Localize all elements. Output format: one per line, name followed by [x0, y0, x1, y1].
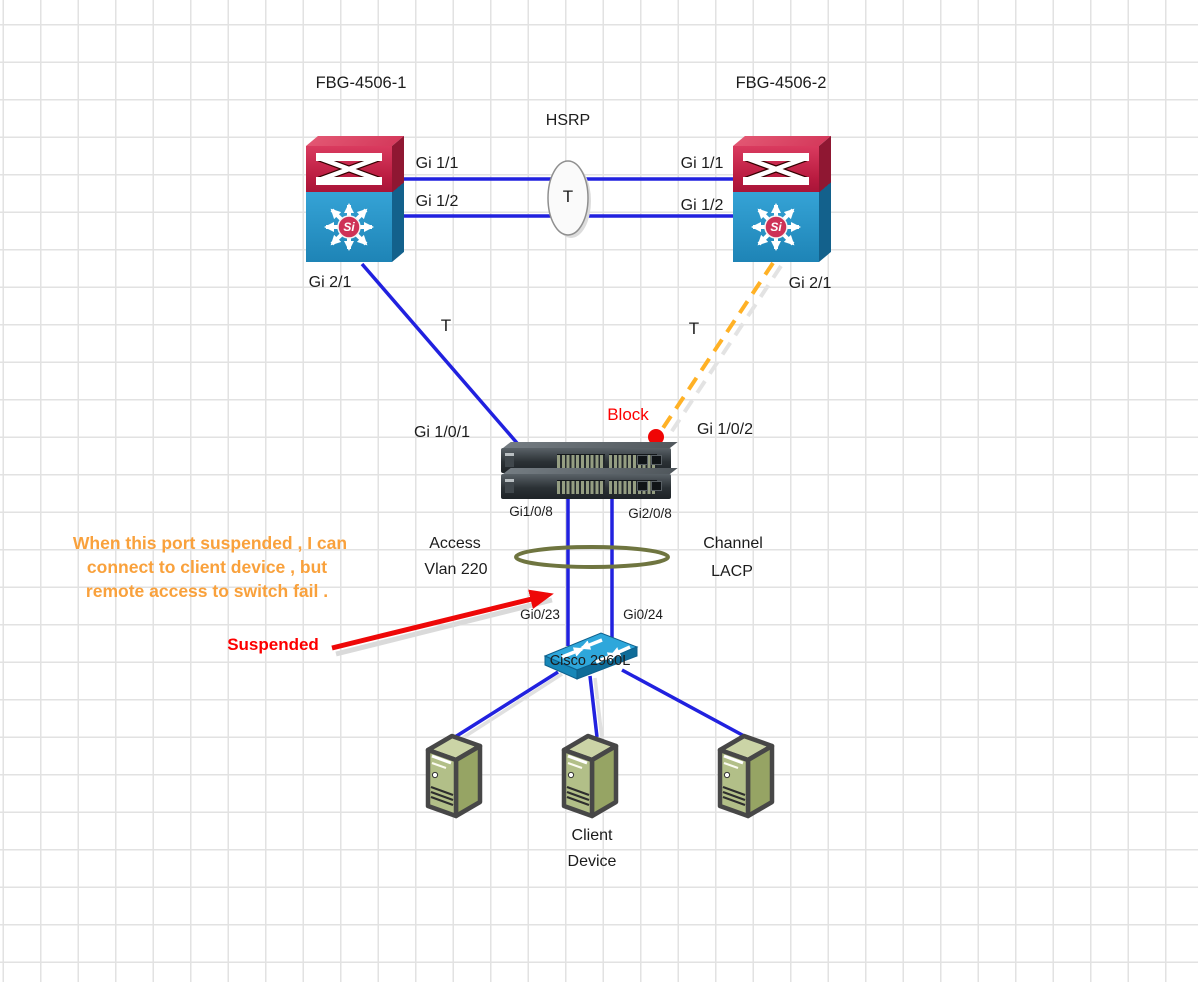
layer3-module: Si: [306, 192, 392, 262]
stack-gi102-label: Gi 1/0/2: [696, 421, 754, 438]
layer2-module: [306, 146, 392, 192]
server-tower-icon: [717, 733, 775, 819]
core2-name-label: FBG-4506-2: [735, 74, 827, 92]
server-tower-icon: [561, 733, 619, 819]
pointer-arrow-shadow: [335, 597, 553, 657]
stack-unit-leds: [505, 453, 514, 467]
client-label-line1: Client: [571, 827, 613, 844]
link-client2-shadow: [593, 677, 604, 740]
trunk-oval-icon: [547, 160, 589, 236]
core1-gi11-label: Gi 1/1: [415, 155, 459, 172]
trunk-badge-label: T: [562, 187, 574, 206]
workgroup-switch-icon: [543, 632, 639, 680]
tower-side: [453, 743, 483, 819]
note-line2: connect to client device , but: [86, 557, 328, 577]
stack-unit-ports-left: [557, 480, 605, 494]
access-vlan-label-line1: Access: [429, 535, 481, 552]
multilayer-arrows-icon: Si: [324, 203, 374, 251]
channel-label-line2: LACP: [711, 563, 753, 580]
suspended-pointer-arrow-icon: [331, 589, 554, 651]
link-access-client2: [588, 675, 599, 738]
core-switch-fbg-4506-1: Si: [306, 135, 404, 262]
switch-3d-top-face: [733, 136, 831, 146]
core2-gi11-label: Gi 1/1: [680, 155, 724, 172]
stack-unit-leds: [505, 479, 514, 493]
switch-crossbar-icon: [743, 153, 809, 185]
block-label: Block: [607, 405, 649, 424]
switch-3d-side-face: [392, 135, 404, 262]
switch-3d-top-face: [306, 136, 404, 146]
switch-crossbar-icon: [316, 153, 382, 185]
si-badge: [764, 215, 788, 239]
access-switch-stack: [501, 442, 678, 500]
hsrp-label: HSRP: [545, 112, 591, 129]
multilayer-arrows-icon: Si: [751, 203, 801, 251]
si-badge-text: Si: [770, 220, 782, 234]
server-tower-icon: [425, 733, 483, 819]
stack-gi101-label: Gi 1/0/1: [413, 424, 471, 441]
core1-gi21-label: Gi 2/1: [308, 274, 352, 291]
suspended-label: Suspended: [227, 635, 319, 654]
si-badge-text: Si: [343, 220, 355, 234]
channel-label-line1: Channel: [703, 535, 763, 552]
core-switch-fbg-4506-2: Si: [733, 135, 831, 262]
core2-gi21-label: Gi 2/1: [788, 275, 832, 292]
stack-unit-sfp: [652, 482, 661, 490]
access-vlan-label-line2: Vlan 220: [424, 561, 488, 578]
stack-unit-sfp: [638, 456, 647, 464]
link-client1-shadow: [460, 672, 563, 741]
stack-switch-unit-2: [501, 468, 678, 499]
link-core1-stack: [360, 262, 519, 445]
blocked-port-dot-icon: [648, 429, 664, 445]
link-access-client1: [454, 670, 559, 739]
blocked-link-core2-stack: [657, 261, 775, 436]
stack-gi208-label: Gi2/0/8: [628, 506, 672, 521]
si-badge: [337, 215, 361, 239]
stack-unit-sfp: [638, 482, 647, 490]
stack-unit-ports-left: [557, 454, 605, 468]
switch-3d-side-face: [819, 135, 831, 262]
stack-gi108-label: Gi1/0/8: [509, 504, 553, 519]
port-channel-ring-icon: [514, 545, 670, 569]
stack-unit-sfp: [652, 456, 661, 464]
access-gi024-label: Gi0/24: [623, 607, 663, 622]
layer2-module: [733, 146, 819, 192]
core2-gi12-label: Gi 1/2: [680, 197, 724, 214]
link-access-client3: [621, 668, 747, 739]
stack-unit-ports-right: [609, 454, 657, 468]
stack-unit-ports-right: [609, 480, 657, 494]
client-label-line2: Device: [567, 853, 617, 870]
access-gi023-label: Gi0/23: [520, 607, 560, 622]
stack-unit-top-face: [503, 468, 678, 474]
stack-unit-top-face: [503, 442, 678, 448]
blocked-link-shadow: [666, 264, 783, 439]
layer3-module: Si: [733, 192, 819, 262]
access-switch-name-label: Cisco 2960L: [549, 653, 631, 669]
core1-name-label: FBG-4506-1: [315, 74, 407, 92]
trunk-left-label: T: [440, 316, 452, 335]
note-line3: remote access to switch fail .: [85, 581, 329, 601]
trunk-right-label: T: [688, 319, 700, 338]
switch-arrows: [561, 638, 631, 664]
note-line1: When this port suspended , I can: [72, 533, 348, 553]
core1-gi12-label: Gi 1/2: [415, 193, 459, 210]
